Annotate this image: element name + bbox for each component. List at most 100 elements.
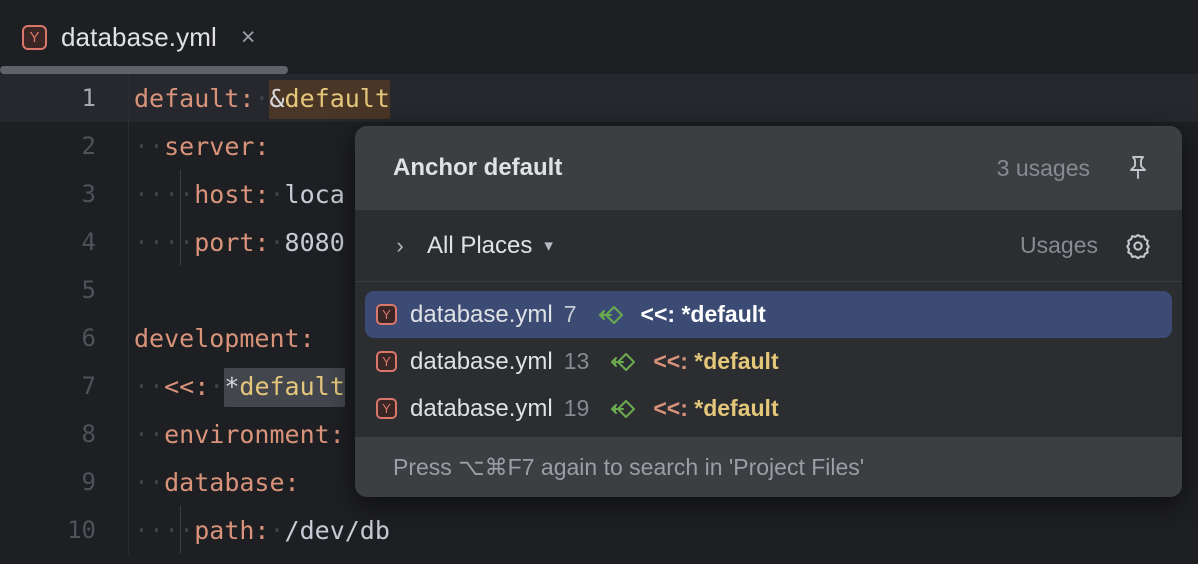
gutter-divider (128, 506, 129, 554)
code-line-3: 3 ····host:·loca (0, 170, 1198, 218)
usage-read-arrow-icon (609, 351, 637, 373)
yaml-key: path: (194, 515, 270, 545)
code-line-1: 1 default:·&default (0, 74, 1198, 122)
yaml-key: host: (194, 179, 270, 209)
code-text: ····path:·/dev/db (128, 516, 390, 545)
close-icon[interactable]: × (240, 22, 256, 51)
tab-title: database.yml (61, 21, 217, 52)
whitespace-dot: ·· (134, 515, 165, 545)
code-line-8: 8 ··environment: (0, 410, 1198, 458)
indent-guide (180, 170, 181, 218)
whitespace-dot: ·· (134, 131, 165, 161)
whitespace-dot: ·· (134, 371, 165, 401)
line-number: 10 (67, 516, 96, 544)
gutter-divider (128, 218, 129, 266)
chevron-down-icon[interactable]: ▾ (544, 235, 553, 255)
line-number: 3 (81, 180, 96, 208)
snippet-alias: *default (681, 301, 766, 327)
usages-label: Usages (1020, 232, 1098, 258)
result-file-name: database.yml (410, 347, 553, 375)
tab-active-indicator (0, 66, 288, 74)
line-number: 5 (81, 276, 96, 304)
result-snippet: <<: *default (653, 348, 778, 375)
usage-result-row[interactable]: Y database.yml 7 <<: *default (365, 291, 1172, 338)
line-number: 2 (81, 132, 96, 160)
yaml-key: database: (164, 467, 300, 497)
ampersand-symbol: & (269, 83, 285, 113)
code-text: ··database: (128, 468, 300, 497)
yaml-merge-key: <<: (164, 371, 210, 401)
snippet-alias: *default (694, 348, 779, 374)
result-line-number: 19 (563, 395, 590, 421)
asterisk-symbol: * (224, 371, 240, 401)
editor-tab-database-yml[interactable]: Y database.yml × (0, 0, 256, 74)
footer-hint-text: Press ⌥⌘F7 again to search in 'Project F… (393, 453, 865, 480)
code-text: development: (128, 324, 315, 353)
yaml-key: environment: (164, 419, 345, 449)
editor-tab-bar: Y database.yml × (0, 0, 1198, 74)
yaml-value: /dev/db (284, 515, 390, 545)
gear-icon[interactable] (1120, 228, 1156, 264)
popup-header: Anchor default 3 usages (355, 126, 1182, 210)
yaml-value: 8080 (284, 227, 345, 257)
yaml-file-icon: Y (376, 351, 397, 372)
snippet-alias: *default (694, 395, 779, 421)
code-line-9: 9 ··database: (0, 458, 1198, 506)
result-file-name: database.yml (410, 394, 553, 422)
gutter-divider (128, 170, 129, 218)
whitespace-dot: · (269, 179, 285, 209)
snippet-merge-key: <<: (653, 348, 695, 374)
line-number: 8 (81, 420, 96, 448)
yaml-key: port: (194, 227, 270, 257)
snippet-merge-key: <<: (653, 395, 695, 421)
result-line-number: 13 (563, 348, 590, 374)
code-line-6: 6 development: (0, 314, 1198, 362)
whitespace-dot: ·· (164, 515, 195, 545)
yaml-file-icon: Y (376, 304, 397, 325)
code-line-4: 4 ····port:·8080 (0, 218, 1198, 266)
pin-icon[interactable] (1120, 150, 1156, 186)
code-line-7: 7 ··<<:·*default (0, 362, 1198, 410)
gutter-divider (128, 74, 129, 122)
whitespace-dot: ·· (134, 179, 165, 209)
gutter-divider (128, 458, 129, 506)
line-number: 7 (81, 372, 96, 400)
gutter-divider (128, 122, 129, 170)
gutter-divider (128, 362, 129, 410)
usage-results-list: Y database.yml 7 <<: *default Y database… (355, 282, 1182, 437)
result-line-number: 7 (563, 301, 577, 327)
yaml-key: development: (134, 323, 315, 353)
whitespace-dot: · (269, 515, 285, 545)
indent-guide (180, 218, 181, 266)
code-line-2: 2 ··server: (0, 122, 1198, 170)
code-text: ··<<:·*default (128, 367, 345, 407)
popup-scope-toolbar: › All Places ▾ Usages (355, 210, 1182, 282)
alias-usage-highlight: *default (224, 367, 345, 407)
usage-read-arrow-icon (597, 304, 625, 326)
find-usages-popup: Anchor default 3 usages › All Places ▾ U… (355, 126, 1182, 497)
usage-result-row[interactable]: Y database.yml 19 <<: *default (365, 385, 1172, 432)
anchor-declaration-highlight: &default (269, 79, 390, 119)
popup-title: Anchor default (393, 154, 563, 181)
scope-label[interactable]: All Places (427, 231, 533, 259)
gutter-divider (128, 410, 129, 458)
code-text: default:·&default (128, 79, 390, 119)
usage-read-arrow-icon (609, 398, 637, 420)
usage-result-row[interactable]: Y database.yml 13 <<: *default (365, 338, 1172, 385)
usage-count: 3 usages (996, 154, 1090, 181)
line-number: 1 (81, 84, 96, 112)
chevron-right-icon[interactable]: › (396, 232, 404, 258)
gutter-divider (128, 266, 129, 314)
code-text: ··server: (128, 132, 269, 161)
whitespace-dot: · (254, 83, 270, 113)
gutter-divider (128, 314, 129, 362)
line-number: 6 (81, 324, 96, 352)
whitespace-dot: · (209, 371, 225, 401)
yaml-file-icon: Y (22, 24, 47, 50)
yaml-file-icon: Y (376, 398, 397, 419)
line-number: 9 (81, 468, 96, 496)
alias-name: default (239, 371, 345, 401)
result-file-name: database.yml (410, 300, 553, 328)
code-text: ····host:·loca (128, 180, 345, 209)
